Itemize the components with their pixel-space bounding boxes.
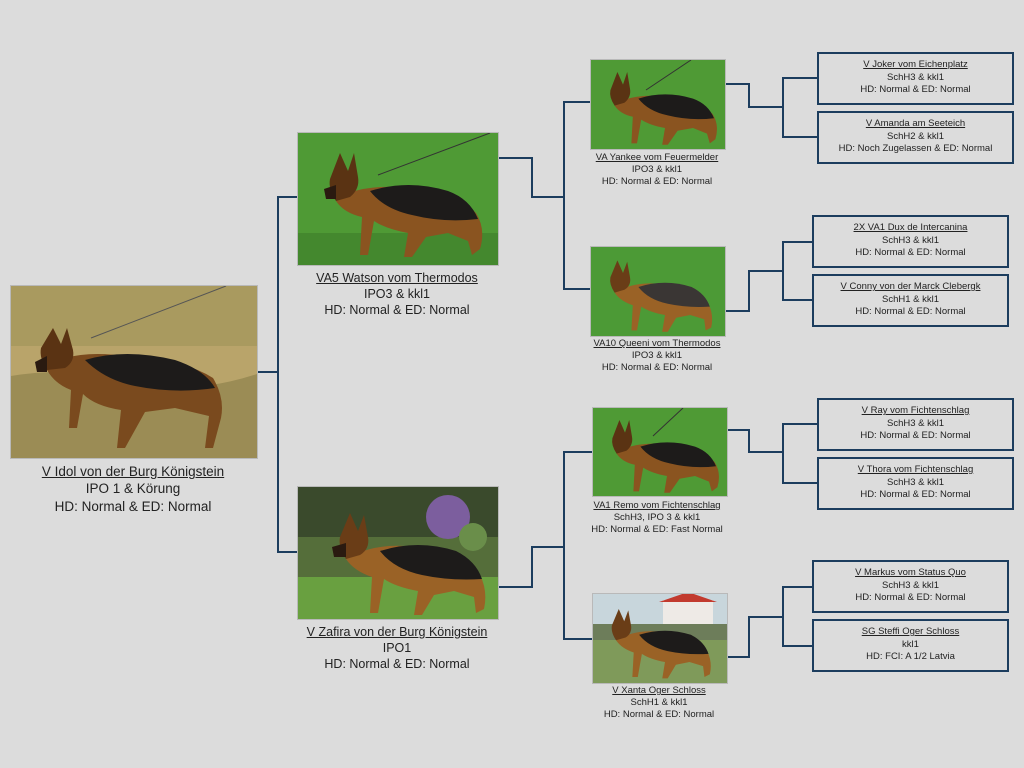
dog-titles: IPO 1 & Körung bbox=[85, 481, 181, 497]
grandparent-label-2: VA10 Queeni vom Thermodos IPO3 & kkl1 HD… bbox=[572, 338, 742, 374]
great-grandparent-box-7[interactable]: V Markus vom Status Quo SchH3 & kkl1 HD:… bbox=[812, 560, 1009, 613]
dog-name[interactable]: VA5 Watson vom Thermodos bbox=[316, 271, 478, 285]
dog-name[interactable]: V Amanda am Seeteich bbox=[865, 118, 966, 129]
parent-label-dam: V Zafira von der Burg Königstein IPO1 HD… bbox=[277, 624, 517, 672]
dog-health: HD: Normal & ED: Normal bbox=[860, 489, 971, 501]
dog-titles: SchH3 & kkl1 bbox=[886, 417, 945, 429]
great-grandparent-box-1[interactable]: V Joker vom Eichenplatz SchH3 & kkl1 HD:… bbox=[817, 52, 1014, 105]
dog-titles: kkl1 bbox=[902, 638, 919, 650]
great-grandparent-box-4[interactable]: V Conny von der Marck Clebergk SchH1 & k… bbox=[812, 274, 1009, 327]
dog-health: HD: Normal & ED: Normal bbox=[324, 657, 470, 671]
dog-titles: SchH2 & kkl1 bbox=[886, 130, 945, 142]
dog-titles: IPO3 & kkl1 bbox=[364, 287, 430, 301]
parent-photo-dam bbox=[297, 486, 499, 620]
dog-name[interactable]: SG Steffi Oger Schloss bbox=[861, 626, 960, 637]
dog-health: HD: Normal & ED: Normal bbox=[324, 303, 470, 317]
dog-health: HD: Normal & ED: Fast Normal bbox=[591, 524, 723, 536]
parent-label-sire: VA5 Watson vom Thermodos IPO3 & kkl1 HD:… bbox=[277, 270, 517, 318]
dog-name[interactable]: V Zafira von der Burg Königstein bbox=[306, 625, 488, 639]
dog-health: HD: Normal & ED: Normal bbox=[601, 362, 713, 374]
grandparent-photo-2 bbox=[590, 246, 726, 337]
dog-name[interactable]: V Thora vom Fichtenschlag bbox=[857, 464, 974, 475]
dog-name[interactable]: V Markus vom Status Quo bbox=[855, 567, 966, 578]
dog-health: HD: Normal & ED: Normal bbox=[860, 430, 971, 442]
dog-name[interactable]: VA Yankee vom Feuermelder bbox=[595, 152, 719, 163]
subject-photo bbox=[10, 285, 258, 459]
dog-name[interactable]: V Ray vom Fichtenschlag bbox=[861, 405, 970, 416]
great-grandparent-box-2[interactable]: V Amanda am Seeteich SchH2 & kkl1 HD: No… bbox=[817, 111, 1014, 164]
subject-label: V Idol von der Burg Königstein IPO 1 & K… bbox=[10, 463, 256, 515]
parent-photo-sire bbox=[297, 132, 499, 266]
grandparent-label-4: V Xanta Oger Schloss SchH1 & kkl1 HD: No… bbox=[574, 685, 744, 721]
dog-titles: SchH3 & kkl1 bbox=[881, 234, 940, 246]
dog-name[interactable]: 2X VA1 Dux de Intercanina bbox=[853, 222, 968, 233]
dog-health: HD: Normal & ED: Normal bbox=[54, 498, 212, 514]
dog-titles: SchH3, IPO 3 & kkl1 bbox=[613, 512, 701, 524]
dog-titles: SchH3 & kkl1 bbox=[886, 71, 945, 83]
great-grandparent-box-8[interactable]: SG Steffi Oger Schloss kkl1 HD: FCI: A 1… bbox=[812, 619, 1009, 672]
grandparent-photo-4 bbox=[592, 593, 728, 684]
dog-titles: SchH3 & kkl1 bbox=[881, 579, 940, 591]
great-grandparent-box-5[interactable]: V Ray vom Fichtenschlag SchH3 & kkl1 HD:… bbox=[817, 398, 1014, 451]
dog-health: HD: Normal & ED: Normal bbox=[860, 84, 971, 96]
dog-name[interactable]: VA1 Remo vom Fichtenschlag bbox=[593, 500, 721, 511]
dog-health: HD: Normal & ED: Normal bbox=[855, 306, 966, 318]
dog-titles: IPO1 bbox=[382, 641, 412, 655]
dog-health: HD: FCI: A 1/2 Latvia bbox=[866, 651, 955, 663]
dog-health: HD: Normal & ED: Normal bbox=[855, 592, 966, 604]
grandparent-label-1: VA Yankee vom Feuermelder IPO3 & kkl1 HD… bbox=[572, 152, 742, 188]
dog-titles: SchH1 & kkl1 bbox=[881, 293, 940, 305]
dog-health: HD: Normal & ED: Normal bbox=[855, 247, 966, 259]
grandparent-label-3: VA1 Remo vom Fichtenschlag SchH3, IPO 3 … bbox=[572, 500, 742, 536]
dog-name[interactable]: V Idol von der Burg Königstein bbox=[41, 464, 225, 479]
grandparent-photo-3 bbox=[592, 407, 728, 497]
dog-name[interactable]: V Joker vom Eichenplatz bbox=[863, 59, 968, 70]
dog-health: HD: Normal & ED: Normal bbox=[601, 176, 713, 188]
dog-titles: SchH1 & kkl1 bbox=[630, 697, 688, 709]
great-grandparent-box-6[interactable]: V Thora vom Fichtenschlag SchH3 & kkl1 H… bbox=[817, 457, 1014, 510]
dog-health: HD: Normal & ED: Normal bbox=[603, 709, 715, 721]
grandparent-photo-1 bbox=[590, 59, 726, 150]
dog-titles: SchH3 & kkl1 bbox=[886, 476, 945, 488]
dog-titles: IPO3 & kkl1 bbox=[631, 164, 683, 176]
dog-name[interactable]: VA10 Queeni vom Thermodos bbox=[593, 338, 721, 349]
dog-titles: IPO3 & kkl1 bbox=[631, 350, 683, 362]
dog-name[interactable]: V Xanta Oger Schloss bbox=[612, 685, 706, 696]
dog-health: HD: Noch Zugelassen & ED: Normal bbox=[838, 143, 993, 155]
great-grandparent-box-3[interactable]: 2X VA1 Dux de Intercanina SchH3 & kkl1 H… bbox=[812, 215, 1009, 268]
dog-name[interactable]: V Conny von der Marck Clebergk bbox=[840, 281, 981, 292]
